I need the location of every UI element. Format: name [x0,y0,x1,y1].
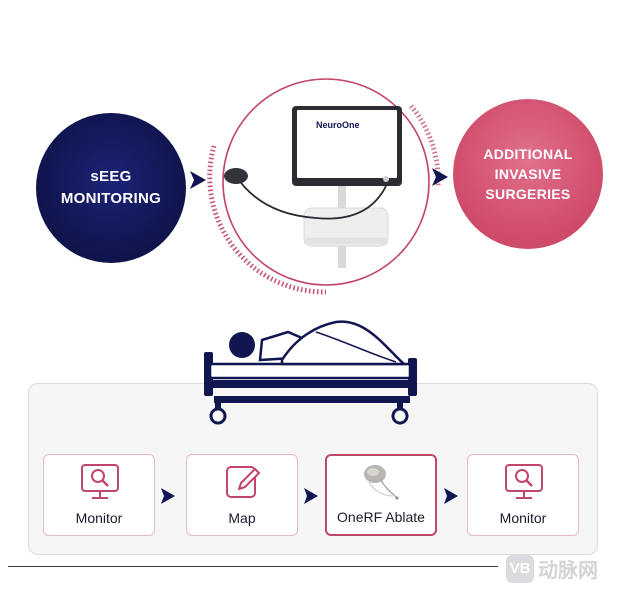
step-label: Monitor [75,510,123,526]
step-label: Monitor [499,510,547,526]
device-circle-graphic [207,78,441,295]
step-label: Map [228,510,256,526]
arrow-right-icon [432,168,448,186]
monitor-search-icon [505,464,543,499]
seeg-monitoring-circle: sEEG MONITORING [36,113,186,263]
edit-pen-icon [226,466,260,498]
arrow-right-icon [444,488,458,504]
additional-surgeries-label: ADDITIONAL INVASIVE SURGERIES [483,146,573,202]
divider-line [8,566,498,567]
device-screen-brand: NeuroOne [316,120,360,130]
ablation-probe-icon [364,465,399,500]
monitor-search-icon [81,464,119,499]
arrow-right-icon [161,488,175,504]
seeg-monitoring-label: sEEG MONITORING [60,168,162,207]
arrow-right-icon [190,171,206,189]
patient-bed-icon [204,320,417,425]
step-label: OneRF Ablate [337,509,425,525]
arrow-right-icon [304,488,318,504]
watermark: VB 动脉网 [506,554,598,583]
additional-surgeries-circle: ADDITIONAL INVASIVE SURGERIES [453,99,603,249]
watermark-text: 动脉网 [538,560,598,582]
workflow-step-monitor: Monitor [467,454,579,536]
workflow-step-monitor: Monitor [43,454,155,536]
workflow-step-onerf-ablate: OneRF Ablate [325,454,437,536]
watermark-logo-icon: VB [506,554,534,583]
workflow-step-map: Map [186,454,298,536]
